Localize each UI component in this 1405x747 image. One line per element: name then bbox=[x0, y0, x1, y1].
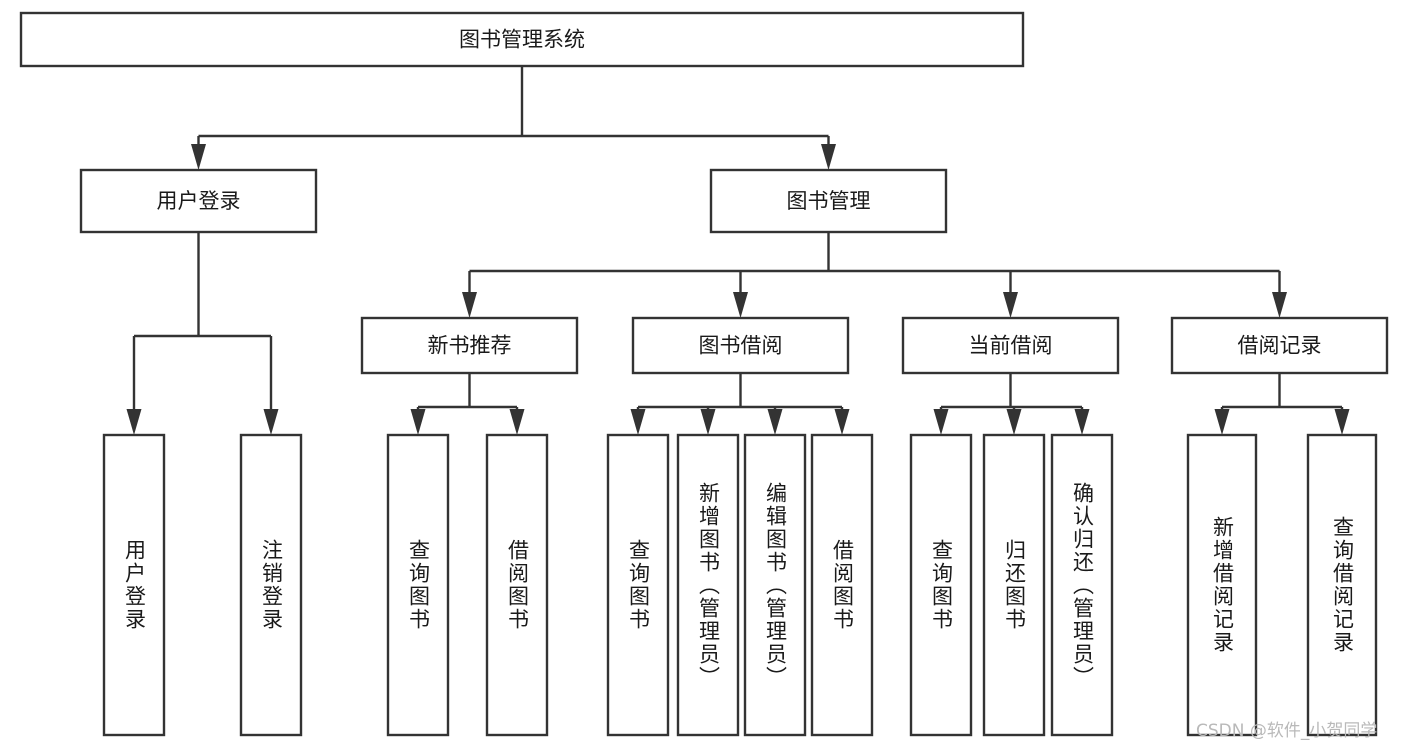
connector-current-borrow-to-leaf-return-book-head bbox=[1006, 409, 1022, 435]
node-box-book-management[interactable] bbox=[709, 168, 948, 234]
node-label-leaf-query-book-borrow: 查询图书 bbox=[626, 539, 651, 631]
node-box-leaf-edit-book-admin[interactable] bbox=[743, 433, 807, 737]
boxes-layer bbox=[19, 11, 1389, 737]
node-box-new-book-recommend[interactable] bbox=[360, 316, 579, 375]
node-box-leaf-query-book-borrow[interactable] bbox=[606, 433, 670, 737]
node-box-leaf-add-borrow-record[interactable] bbox=[1186, 433, 1258, 737]
connector-new-book-recommend-to-leaf-query-book-recommend-head bbox=[410, 409, 426, 435]
node-box-leaf-confirm-return-admin[interactable] bbox=[1050, 433, 1114, 737]
node-box-user-login[interactable] bbox=[79, 168, 318, 234]
connector-borrow-record-to-leaf-query-borrow-record-head bbox=[1334, 409, 1350, 435]
node-box-leaf-user-login[interactable] bbox=[102, 433, 166, 737]
connector-book-borrow-to-leaf-edit-book-admin-head bbox=[767, 409, 783, 435]
node-box-leaf-add-book-admin[interactable] bbox=[676, 433, 740, 737]
connector-user-login-to-leaf-user-login-head bbox=[126, 409, 142, 435]
node-box-leaf-query-borrow-record[interactable] bbox=[1306, 433, 1378, 737]
node-box-root[interactable] bbox=[19, 11, 1025, 68]
node-label-leaf-confirm-return-admin: 确认归还（管理员） bbox=[1070, 481, 1095, 689]
node-label-borrow-record: 借阅记录 bbox=[1238, 334, 1322, 358]
node-box-leaf-query-book-current[interactable] bbox=[909, 433, 973, 737]
node-label-leaf-borrow-book-recommend: 借阅图书 bbox=[505, 539, 530, 631]
connector-root-to-book-management-head bbox=[821, 144, 836, 170]
connector-book-borrow-to-leaf-add-book-admin-head bbox=[700, 409, 716, 435]
node-box-leaf-borrow-book[interactable] bbox=[810, 433, 874, 737]
node-label-leaf-query-book-recommend: 查询图书 bbox=[406, 539, 431, 631]
node-label-current-borrow: 当前借阅 bbox=[969, 334, 1053, 358]
node-label-new-book-recommend: 新书推荐 bbox=[428, 334, 512, 358]
node-label-leaf-user-login: 用户登录 bbox=[122, 539, 147, 631]
connector-new-book-recommend-to-leaf-borrow-book-recommend-head bbox=[509, 409, 525, 435]
node-box-current-borrow[interactable] bbox=[901, 316, 1120, 375]
node-label-leaf-query-book-current: 查询图书 bbox=[929, 539, 954, 631]
node-label-book-management: 图书管理 bbox=[787, 189, 871, 213]
csdn-watermark: CSDN @软件_小贺同学 bbox=[1196, 721, 1378, 741]
node-box-leaf-user-logout[interactable] bbox=[239, 433, 303, 737]
connector-book-borrow-to-leaf-borrow-book-head bbox=[834, 409, 850, 435]
connectors-layer bbox=[126, 66, 1350, 435]
node-label-leaf-borrow-book: 借阅图书 bbox=[830, 539, 855, 631]
connector-user-login-to-leaf-user-logout-head bbox=[263, 409, 279, 435]
node-label-leaf-query-borrow-record: 查询借阅记录 bbox=[1330, 516, 1355, 654]
connector-borrow-record-to-leaf-add-borrow-record-head bbox=[1214, 409, 1230, 435]
node-label-leaf-edit-book-admin: 编辑图书（管理员） bbox=[763, 481, 788, 689]
node-label-leaf-return-book: 归还图书 bbox=[1002, 539, 1027, 631]
node-box-leaf-query-book-recommend[interactable] bbox=[386, 433, 450, 737]
connector-bookmgmt-to-new-book-recommend-head bbox=[462, 292, 477, 318]
connector-current-borrow-to-leaf-confirm-return-admin-head bbox=[1074, 409, 1090, 435]
connector-root-to-user-login-head bbox=[191, 144, 206, 170]
node-label-leaf-user-logout: 注销登录 bbox=[259, 539, 284, 631]
node-box-borrow-record[interactable] bbox=[1170, 316, 1389, 375]
connector-bookmgmt-to-current-borrow-head bbox=[1003, 292, 1018, 318]
node-box-leaf-return-book[interactable] bbox=[982, 433, 1046, 737]
node-label-leaf-add-book-admin: 新增图书（管理员） bbox=[696, 481, 721, 689]
node-label-root: 图书管理系统 bbox=[459, 28, 585, 52]
connector-bookmgmt-to-book-borrow-head bbox=[733, 292, 748, 318]
connector-bookmgmt-to-borrow-record-head bbox=[1272, 292, 1287, 318]
node-box-book-borrow[interactable] bbox=[631, 316, 850, 375]
node-label-book-borrow: 图书借阅 bbox=[699, 334, 783, 358]
node-box-leaf-borrow-book-recommend[interactable] bbox=[485, 433, 549, 737]
connector-current-borrow-to-leaf-query-book-current-head bbox=[933, 409, 949, 435]
node-label-user-login: 用户登录 bbox=[157, 189, 241, 213]
connector-book-borrow-to-leaf-query-book-borrow-head bbox=[630, 409, 646, 435]
node-label-leaf-add-borrow-record: 新增借阅记录 bbox=[1210, 516, 1235, 654]
